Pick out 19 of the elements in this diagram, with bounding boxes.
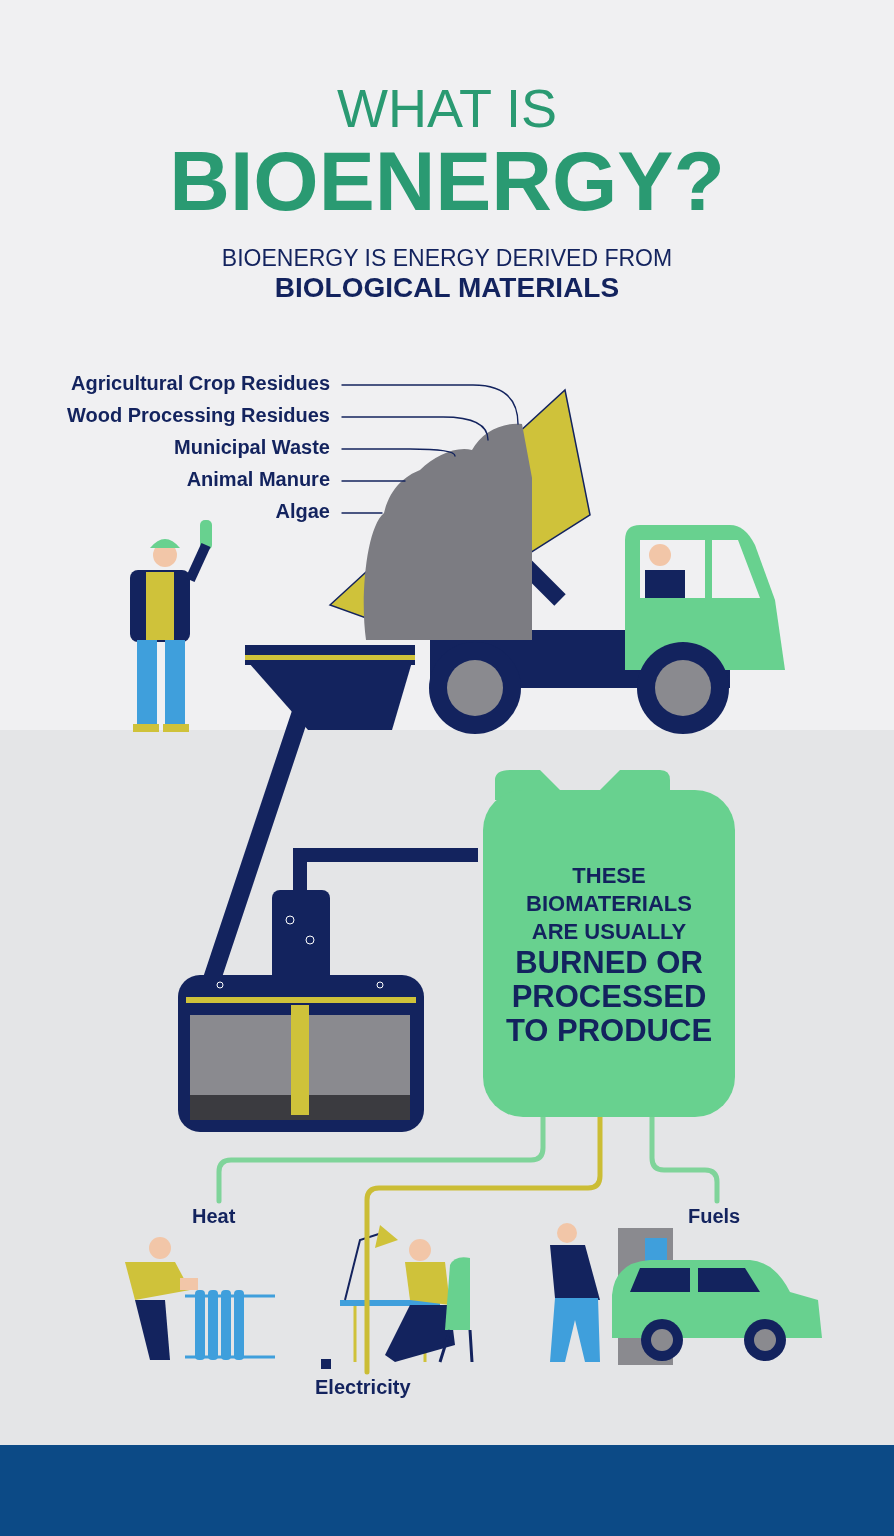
material-label: Municipal Waste [40,436,330,462]
output-label: Fuels [688,1205,746,1229]
title-heading: WHAT IS BIOENERGY? [168,78,726,224]
leader-line [341,448,456,457]
pipe-line [649,1114,720,1204]
output-label: Heat [192,1205,246,1229]
material-label: Animal Manure [40,468,330,494]
leader-line [341,416,489,441]
material-label: Agricultural Crop Residues [40,372,330,398]
subtitle-text: BIOENERGY IS ENERGY DERIVED FROM BIOLOGICAL MATERIALS [220,244,674,303]
output-label: Electricity [315,1376,419,1400]
leader-line [341,384,519,425]
pipe-line [364,1114,603,1375]
leader-line [341,512,383,514]
material-label: Wood Processing Residues [40,404,330,430]
material-label: Algae [40,500,330,526]
pipe-line [216,1114,546,1204]
storage-tank: THESE BIOMATERIALS ARE USUALLY BURNED OR PROCESSED TO PRODUCE [483,790,735,1117]
leader-line [341,480,406,482]
